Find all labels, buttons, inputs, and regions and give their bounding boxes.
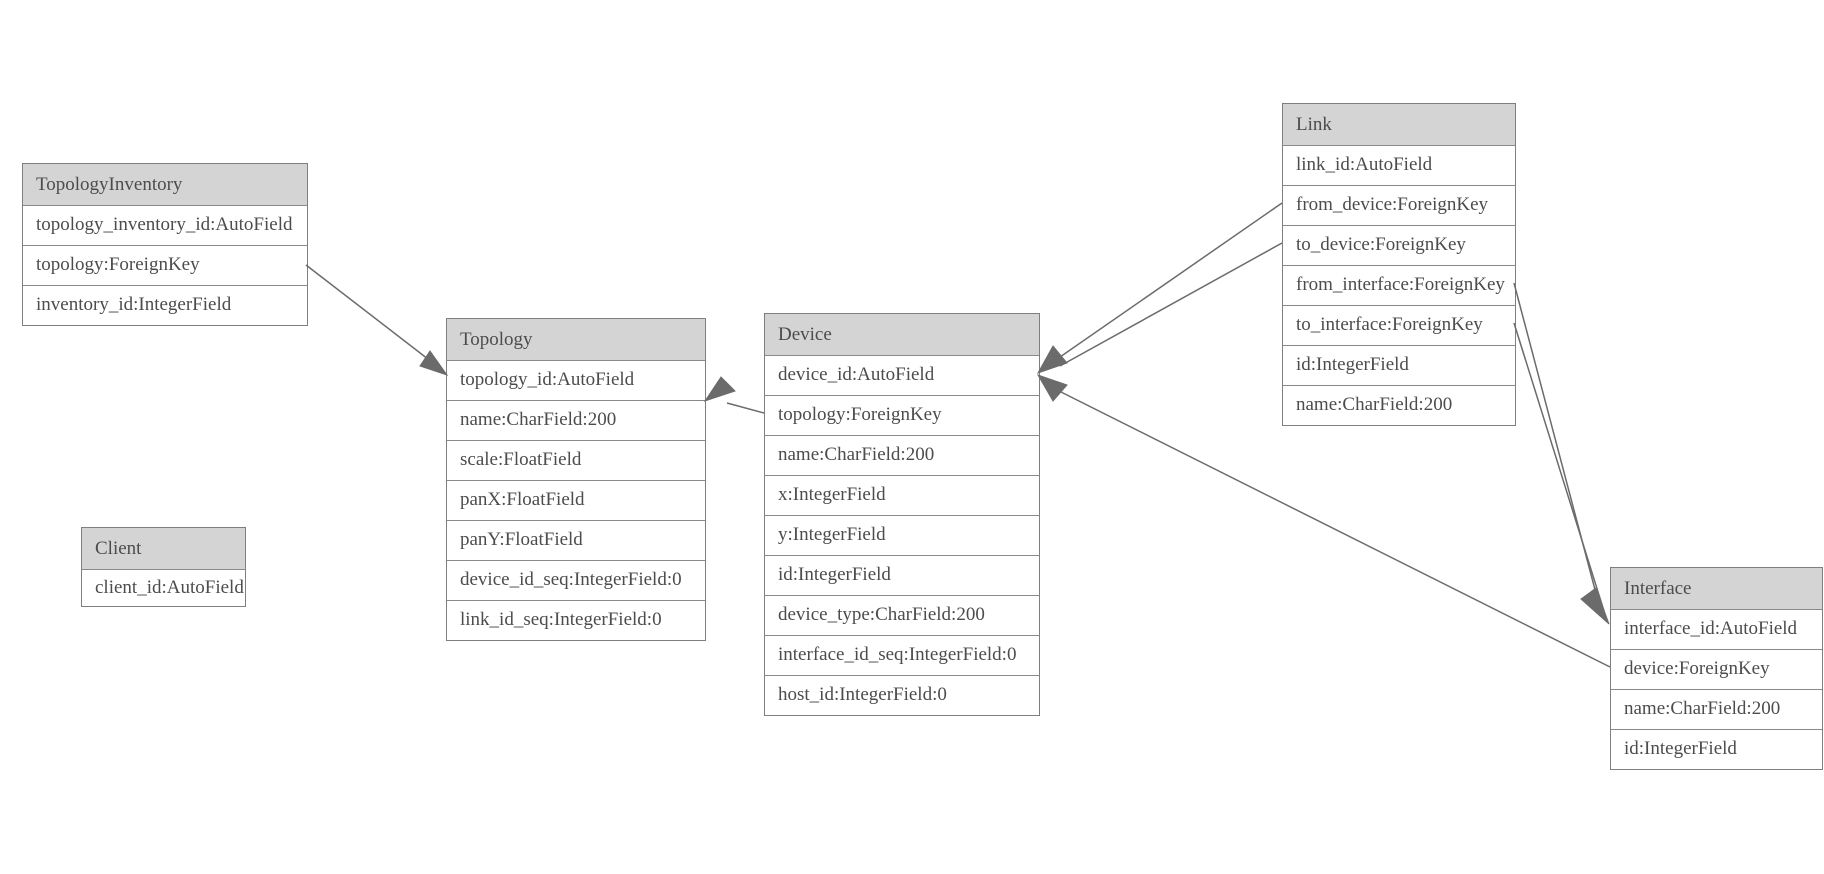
field-row-panx: panX:FloatField <box>447 480 705 520</box>
field-row-inventory-id: inventory_id:IntegerField <box>23 285 307 325</box>
entity-table-topology: Topology topology_id:AutoField name:Char… <box>446 318 706 641</box>
entity-table-link: Link link_id:AutoField from_device:Forei… <box>1282 103 1516 426</box>
entity-table-client: Client client_id:AutoField <box>81 527 246 607</box>
field-row-to-device: to_device:ForeignKey <box>1283 225 1515 265</box>
relation-arrowhead-topologyinventory-to-topology <box>419 350 449 376</box>
relation-arrowhead-device-to-topology <box>703 376 736 402</box>
field-row-host-id: host_id:IntegerField:0 <box>765 675 1039 715</box>
entity-table-interface: Interface interface_id:AutoField device:… <box>1610 567 1823 770</box>
field-row-id: id:IntegerField <box>1283 345 1515 385</box>
entity-table-device: Device device_id:AutoField topology:Fore… <box>764 313 1040 716</box>
relation-line-device-to-topology <box>726 402 765 414</box>
field-row-topology-inventory-id: topology_inventory_id:AutoField <box>23 205 307 245</box>
field-row-to-interface: to_interface:ForeignKey <box>1283 305 1515 345</box>
relation-line-link-to-interface <box>1513 282 1599 602</box>
field-row-interface-id-seq: interface_id_seq:IntegerField:0 <box>765 635 1039 675</box>
field-row-from-device: from_device:ForeignKey <box>1283 185 1515 225</box>
field-row-topology-fk: topology:ForeignKey <box>23 245 307 285</box>
table-header-client: Client <box>82 528 245 569</box>
field-row-device-type: device_type:CharField:200 <box>765 595 1039 635</box>
table-header-topology: Topology <box>447 319 705 360</box>
field-row-device-id: device_id:AutoField <box>765 355 1039 395</box>
field-row-device-fk: device:ForeignKey <box>1611 649 1822 689</box>
entity-table-topology-inventory: TopologyInventory topology_inventory_id:… <box>22 163 308 326</box>
field-row-y: y:IntegerField <box>765 515 1039 555</box>
field-row-name: name:CharField:200 <box>1611 689 1822 729</box>
table-header-link: Link <box>1283 104 1515 145</box>
field-row-pany: panY:FloatField <box>447 520 705 560</box>
relation-line-topologyinventory-to-topology <box>305 264 438 367</box>
relation-line-link-to-device <box>1059 242 1283 367</box>
relation-line-link-to-device <box>1059 202 1283 358</box>
table-header-interface: Interface <box>1611 568 1822 609</box>
field-row-link-id: link_id:AutoField <box>1283 145 1515 185</box>
relation-arrowhead-interface-to-device <box>1036 374 1068 402</box>
relation-line-interface-to-device <box>1056 389 1611 668</box>
table-header-topology-inventory: TopologyInventory <box>23 164 307 205</box>
field-row-from-interface: from_interface:ForeignKey <box>1283 265 1515 305</box>
field-row-id: id:IntegerField <box>1611 729 1822 769</box>
field-row-name: name:CharField:200 <box>1283 385 1515 425</box>
field-row-topology-fk: topology:ForeignKey <box>765 395 1039 435</box>
field-row-scale: scale:FloatField <box>447 440 705 480</box>
field-row-id: id:IntegerField <box>765 555 1039 595</box>
relation-arrowhead-link-to-interface <box>1580 587 1610 625</box>
field-row-x: x:IntegerField <box>765 475 1039 515</box>
field-row-topology-id: topology_id:AutoField <box>447 360 705 400</box>
relation-line-link-to-interface <box>1513 322 1605 612</box>
field-row-name: name:CharField:200 <box>765 435 1039 475</box>
field-row-device-id-seq: device_id_seq:IntegerField:0 <box>447 560 705 600</box>
table-header-device: Device <box>765 314 1039 355</box>
field-row-interface-id: interface_id:AutoField <box>1611 609 1822 649</box>
field-row-link-id-seq: link_id_seq:IntegerField:0 <box>447 600 705 640</box>
relation-arrowhead-link-to-device <box>1036 345 1068 374</box>
field-row-name: name:CharField:200 <box>447 400 705 440</box>
field-row-client-id: client_id:AutoField <box>82 569 245 606</box>
